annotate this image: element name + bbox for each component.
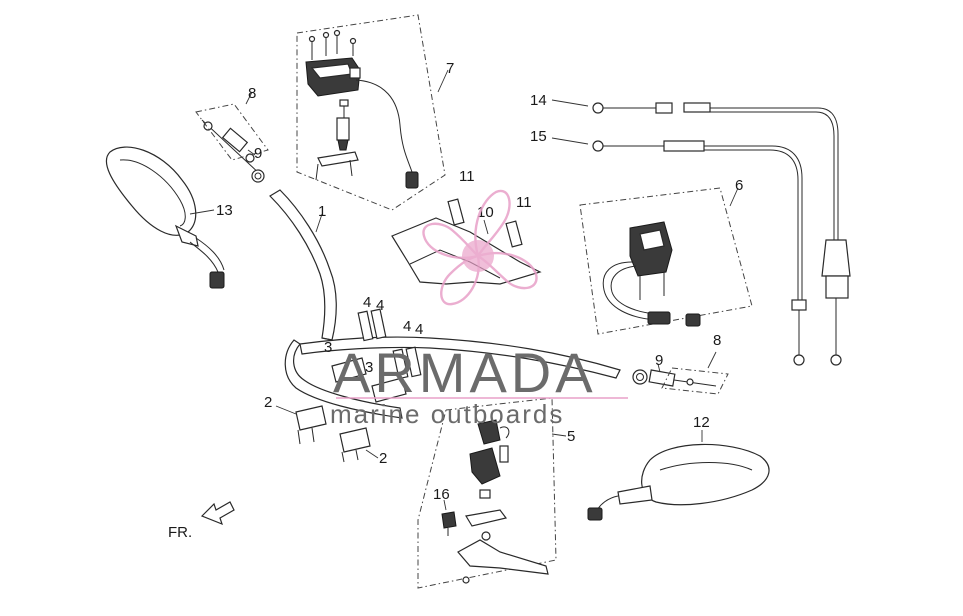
callout-4-b: 4 [376, 297, 384, 314]
callout-4-c: 4 [403, 318, 411, 335]
clamp-right [339, 346, 422, 463]
throttle-cable-14 [592, 102, 851, 366]
throttle-cable-15 [592, 140, 807, 366]
callout-13: 13 [216, 202, 233, 219]
direction-label: FR. [168, 524, 192, 541]
callout-12: 12 [693, 414, 710, 431]
watermark-logo [422, 189, 538, 306]
throttle-switch-assembly [305, 29, 419, 189]
callout-8-right: 8 [713, 332, 721, 349]
mirror-right [587, 443, 770, 521]
callout-9-left: 9 [254, 145, 262, 162]
callout-16: 16 [433, 486, 450, 503]
handlebar [269, 189, 621, 419]
bar-end-left [195, 103, 269, 183]
callout-2-a: 2 [264, 394, 272, 411]
callout-1: 1 [318, 203, 326, 220]
callout-9-right: 9 [655, 352, 663, 369]
callout-6: 6 [735, 177, 743, 194]
callout-11-right: 11 [516, 194, 532, 211]
group-box-7 [296, 14, 446, 211]
callout-15: 15 [530, 128, 547, 145]
callout-5: 5 [567, 428, 575, 445]
bar-end-right [632, 367, 729, 395]
callout-8-left: 8 [248, 85, 256, 102]
callout-4-a: 4 [363, 294, 371, 311]
part-16 [441, 511, 457, 536]
callout-4-d: 4 [415, 321, 423, 338]
callout-2-b: 2 [379, 450, 387, 467]
clamp-left [295, 308, 387, 445]
front-direction-arrow [200, 501, 235, 526]
mirror-left [105, 146, 225, 289]
callout-11-left: 11 [459, 168, 475, 185]
watermark-tagline: marine outboards [330, 399, 564, 429]
callout-14: 14 [530, 92, 547, 109]
callout-7: 7 [446, 60, 454, 77]
watermark-brand: ARMADA [333, 341, 597, 404]
callout-3-a: 3 [324, 339, 332, 356]
group-box-5 [417, 397, 557, 589]
callout-3-b: 3 [365, 359, 373, 376]
right-switch-assembly [602, 221, 701, 327]
group-box-6 [579, 187, 753, 335]
brake-lever-assembly [457, 419, 549, 584]
